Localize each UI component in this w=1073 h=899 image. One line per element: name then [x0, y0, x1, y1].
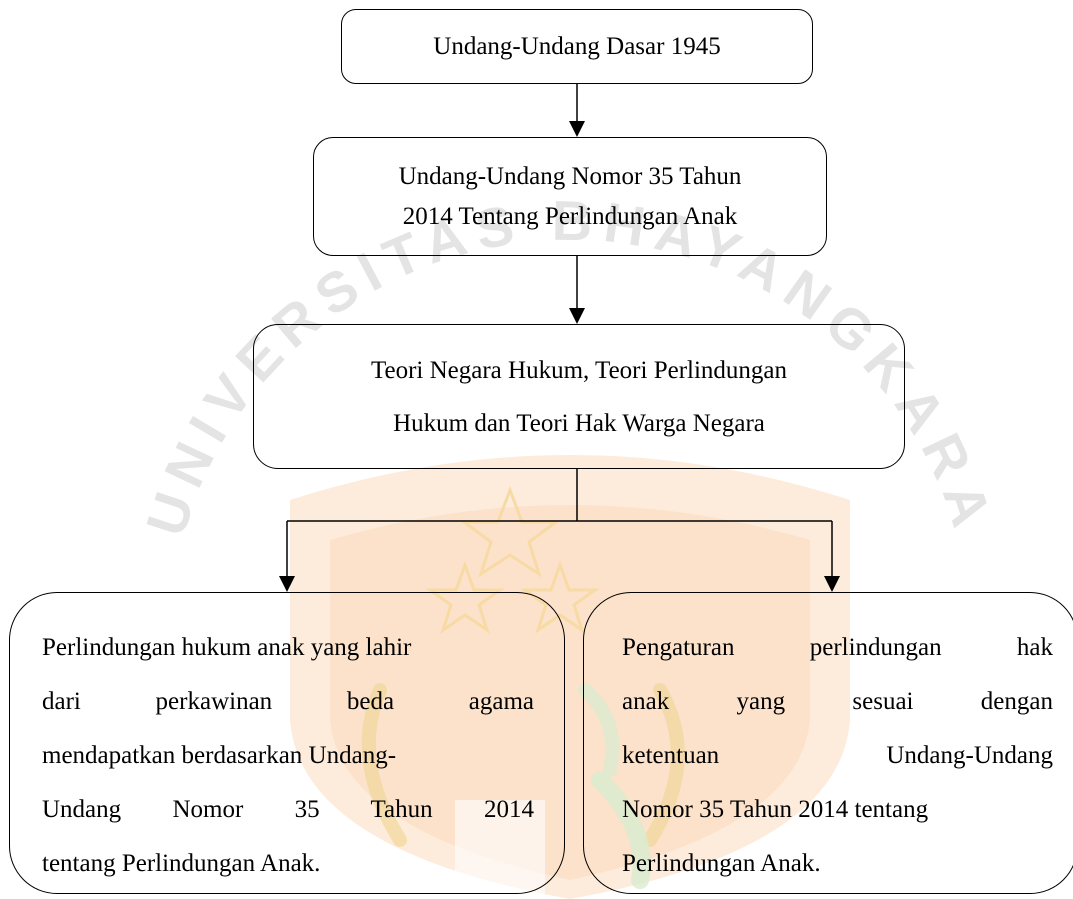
- node-legal-protection-line-3: mendapatkan berdasarkan Undang-: [42, 742, 397, 769]
- node-legal-protection-line-2: dari perkawinan beda agama: [42, 688, 534, 715]
- arrowhead-to-left: [279, 576, 295, 592]
- node-uu-35-2014-line-1: Undang-Undang Nomor 35 Tahun: [398, 162, 742, 190]
- node-rights-regulation-line-1: Pengaturan perlindungan hak: [622, 634, 1053, 661]
- node-uu-35-2014-line-2: 2014 Tentang Perlindungan Anak: [402, 202, 738, 230]
- node-rights-regulation: Pengaturan perlindungan hak anak yang se…: [583, 592, 1073, 894]
- node-theories-line-1: Teori Negara Hukum, Teori Perlindungan: [370, 356, 788, 384]
- arrowhead-to-theory: [569, 308, 585, 324]
- node-legal-protection: Perlindungan hukum anak yang lahir dari …: [9, 592, 565, 894]
- arrowhead-to-law: [569, 121, 585, 137]
- node-legal-protection-line-1: Perlindungan hukum anak yang lahir: [42, 634, 412, 661]
- node-uud-1945-text: Undang-Undang Dasar 1945: [433, 32, 721, 60]
- node-uud-1945: Undang-Undang Dasar 1945: [341, 9, 813, 84]
- node-legal-protection-line-5: tentang Perlindungan Anak.: [42, 850, 321, 877]
- node-uu-35-2014: Undang-Undang Nomor 35 Tahun 2014 Tentan…: [313, 137, 827, 256]
- node-theories-line-2: Hukum dan Teori Hak Warga Negara: [393, 409, 765, 437]
- node-rights-regulation-line-2: anak yang sesuai dengan: [622, 688, 1053, 715]
- node-rights-regulation-line-4: Nomor 35 Tahun 2014 tentang: [622, 796, 929, 823]
- node-theories: Teori Negara Hukum, Teori Perlindungan H…: [253, 324, 905, 469]
- node-legal-protection-line-4: Undang Nomor 35 Tahun 2014: [42, 796, 534, 823]
- node-rights-regulation-line-5: Perlindungan Anak.: [622, 850, 821, 877]
- arrowhead-to-right: [824, 576, 840, 592]
- node-rights-regulation-line-3: ketentuan Undang-Undang: [622, 742, 1053, 769]
